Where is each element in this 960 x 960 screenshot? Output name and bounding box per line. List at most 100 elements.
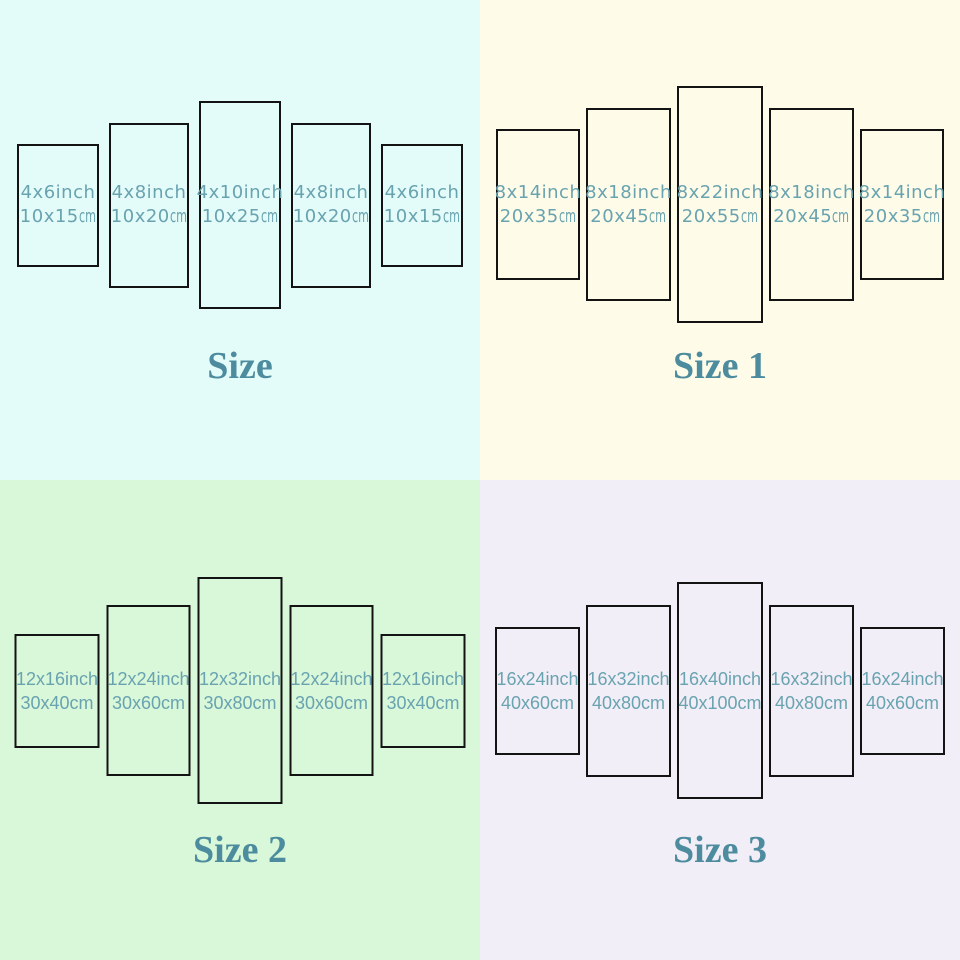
panel-inch-size: 12x16inch	[381, 668, 465, 689]
quadrant-title: Size 3	[673, 829, 767, 871]
panel-size-label: 4x6inch 10x15cm	[384, 181, 460, 229]
cm-unit: cm	[649, 205, 667, 227]
cm-unit: cm	[832, 205, 850, 227]
quadrant-title: Size	[207, 345, 273, 387]
cm-unit: cm	[915, 692, 940, 713]
panel-inch-size: 16x40inch	[678, 668, 762, 689]
cm-unit: cm	[169, 206, 187, 227]
canvas-panel: 16x24inch 40x60cm	[495, 626, 580, 755]
cm-unit: cm	[824, 692, 849, 713]
size-quadrant-3: 16x24inch 40x60cm 16x32inch 40x80cm 16x4…	[480, 480, 960, 960]
canvas-panel: 4x6inch 10x15cm	[17, 143, 99, 267]
panel-inch-size: 12x24inch	[107, 668, 190, 689]
panels-row: 16x24inch 40x60cm 16x32inch 40x80cm 16x4…	[495, 582, 945, 799]
canvas-panel: 12x24inch 30x60cm	[289, 605, 374, 776]
panel-size-label: 16x24inch 40x60cm	[496, 667, 578, 715]
canvas-panel: 16x40inch 40x100cm	[677, 582, 763, 799]
panel-inch-size: 16x32inch	[587, 668, 670, 689]
canvas-panel: 8x14inch 20x35cm	[495, 129, 582, 280]
panel-size-label: 8x18inch 20x45cm	[768, 181, 855, 229]
panel-metric-size: 20x45cm	[773, 205, 850, 227]
panel-size-label: 8x22inch 20x55cm	[677, 181, 764, 229]
panel-size-label: 4x6inch 10x15cm	[20, 181, 96, 229]
cm-unit: cm	[260, 206, 278, 227]
canvas-panel: 12x24inch 30x60cm	[106, 605, 191, 776]
panel-size-label: 12x16inch 30x40cm	[16, 667, 98, 715]
panel-size-label: 4x8inch 10x20cm	[293, 181, 369, 229]
cm-unit: cm	[641, 692, 666, 713]
panel-size-label: 8x18inch 20x45cm	[585, 181, 672, 229]
panels-row: 4x6inch 10x15cm 4x8inch 10x20cm 4x10inch…	[17, 101, 463, 309]
panel-inch-size: 4x8inch	[293, 182, 369, 203]
cm-unit: cm	[737, 692, 762, 713]
panel-inch-size: 16x24inch	[496, 668, 579, 689]
canvas-panel: 12x32inch 30x80cm	[197, 577, 283, 804]
panel-metric-size: 30x60cm	[294, 692, 369, 713]
panel-size-label: 16x40inch 40x100cm	[678, 667, 761, 715]
panel-metric-size: 10x20cm	[292, 206, 369, 227]
canvas-panel: 4x6inch 10x15cm	[381, 143, 463, 267]
panel-metric-size: 40x80cm	[591, 692, 666, 713]
panel-metric-size: 10x20cm	[110, 206, 187, 227]
canvas-panel: 8x18inch 20x45cm	[585, 108, 672, 301]
panel-inch-size: 12x16inch	[15, 668, 99, 689]
panel-inch-size: 4x6inch	[384, 182, 460, 203]
canvas-panel: 8x14inch 20x35cm	[859, 129, 946, 280]
canvas-panel: 16x32inch 40x80cm	[769, 604, 854, 777]
panel-metric-size: 40x60cm	[500, 692, 575, 713]
panel-inch-size: 12x24inch	[290, 668, 373, 689]
canvas-panel: 4x10inch 10x25cm	[197, 101, 284, 309]
panel-size-label: 16x32inch 40x80cm	[587, 667, 669, 715]
panel-size-label: 4x10inch 10x25cm	[197, 181, 284, 229]
panel-metric-size: 20x45cm	[590, 205, 667, 227]
canvas-panel: 8x18inch 20x45cm	[768, 108, 855, 301]
panel-inch-size: 12x32inch	[198, 668, 282, 689]
cm-unit: cm	[558, 205, 576, 227]
canvas-panel: 12x16inch 30x40cm	[14, 633, 100, 748]
cm-unit: cm	[161, 692, 186, 713]
panel-size-label: 16x24inch 40x60cm	[861, 667, 943, 715]
size-quadrant-2: 12x16inch 30x40cm 12x24inch 30x60cm 12x3…	[0, 480, 480, 960]
panel-inch-size: 16x24inch	[861, 668, 944, 689]
quadrant-title: Size 2	[193, 829, 287, 871]
panel-size-label: 8x14inch 20x35cm	[859, 181, 946, 229]
panel-size-label: 16x32inch 40x80cm	[770, 667, 852, 715]
panel-metric-size: 20x35cm	[863, 205, 940, 227]
panel-metric-size: 30x40cm	[20, 692, 94, 713]
cm-unit: cm	[740, 205, 758, 227]
cm-unit: cm	[351, 206, 369, 227]
size-quadrant-default: 4x6inch 10x15cm 4x8inch 10x20cm 4x10inch…	[0, 0, 480, 480]
cm-unit: cm	[922, 205, 940, 227]
panel-size-label: 4x8inch 10x20cm	[111, 181, 187, 229]
canvas-panel: 4x8inch 10x20cm	[109, 122, 189, 288]
panel-inch-size: 4x6inch	[20, 182, 96, 203]
panel-size-label: 12x16inch 30x40cm	[382, 667, 464, 715]
panel-size-label: 12x24inch 30x60cm	[107, 667, 189, 715]
canvas-panel: 8x22inch 20x55cm	[677, 86, 763, 323]
panel-metric-size: 40x80cm	[774, 692, 849, 713]
cm-unit: cm	[78, 206, 96, 227]
panel-inch-size: 4x10inch	[196, 182, 284, 203]
panel-size-label: 12x24inch 30x60cm	[290, 667, 372, 715]
panel-metric-size: 10x15cm	[19, 206, 96, 227]
cm-unit: cm	[69, 692, 94, 713]
canvas-panel: 12x16inch 30x40cm	[380, 633, 466, 748]
panel-metric-size: 10x25cm	[201, 206, 278, 227]
canvas-panel: 16x32inch 40x80cm	[586, 604, 671, 777]
cm-unit: cm	[442, 206, 460, 227]
panel-inch-size: 16x32inch	[770, 668, 853, 689]
quadrant-title: Size 1	[673, 345, 767, 387]
panel-metric-size: 20x35cm	[499, 205, 576, 227]
panel-inch-size: 8x14inch	[494, 181, 582, 203]
panel-inch-size: 8x18inch	[768, 181, 855, 203]
canvas-panel: 4x8inch 10x20cm	[291, 122, 371, 288]
panel-metric-size: 20x55cm	[681, 205, 758, 227]
cm-unit: cm	[344, 692, 369, 713]
panel-metric-size: 40x100cm	[678, 692, 762, 713]
panel-inch-size: 4x8inch	[111, 182, 187, 203]
panel-metric-size: 30x40cm	[386, 692, 460, 713]
panel-size-label: 8x14inch 20x35cm	[495, 181, 582, 229]
panel-metric-size: 10x15cm	[383, 206, 460, 227]
panel-metric-size: 30x80cm	[203, 692, 277, 713]
